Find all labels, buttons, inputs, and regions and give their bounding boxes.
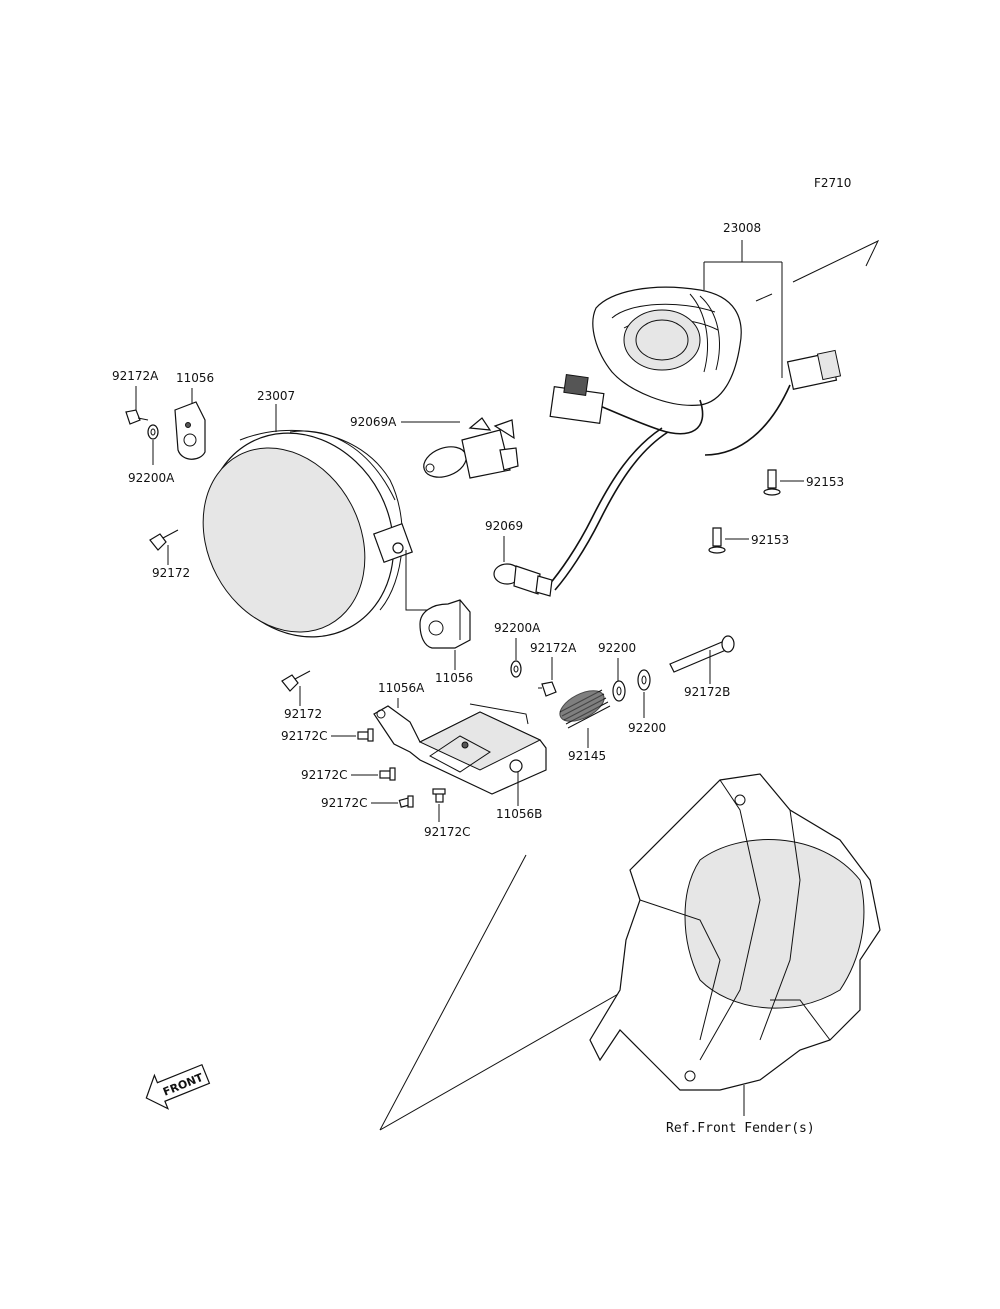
screw-icon	[432, 788, 446, 803]
label-92172C-4: 92172C	[424, 825, 471, 839]
bracket-icon	[373, 703, 547, 795]
bracket-icon	[174, 401, 206, 460]
label-92172C-1: 92172C	[281, 729, 328, 743]
bulb-icon	[423, 417, 519, 479]
label-92069: 92069	[485, 519, 523, 533]
label-92172C-3: 92172C	[321, 796, 368, 810]
screw-icon	[538, 681, 557, 697]
small-bulb-icon	[493, 563, 553, 597]
screw-icon	[763, 469, 781, 496]
label-11056-top: 11056	[176, 371, 214, 385]
label-92172A-top: 92172A	[112, 369, 159, 383]
label-11056B: 11056B	[496, 807, 542, 821]
label-92200A-mid: 92200A	[494, 621, 541, 635]
screw-icon	[357, 728, 374, 742]
label-11056A: 11056A	[378, 681, 425, 695]
label-23008: 23008	[723, 221, 761, 235]
label-92153-b: 92153	[751, 533, 789, 547]
label-92200-bottom: 92200	[628, 721, 666, 735]
figure-code: F2710	[814, 176, 851, 190]
screw-icon	[708, 527, 726, 554]
label-92145: 92145	[568, 749, 606, 763]
bracket-icon	[419, 599, 471, 649]
label-92172-left: 92172	[152, 566, 190, 580]
screw-icon	[149, 529, 179, 551]
spring-icon	[559, 689, 611, 729]
front-arrow-icon: FRONT	[145, 1063, 211, 1110]
screw-icon	[398, 795, 414, 808]
washer-icon	[612, 680, 626, 702]
washer-icon	[147, 424, 159, 440]
ref-front-fender-label: Ref.Front Fender(s)	[666, 1121, 815, 1136]
label-92172B: 92172B	[684, 685, 730, 699]
washer-icon	[637, 669, 651, 691]
label-92200A-left: 92200A	[128, 471, 175, 485]
screw-icon	[281, 670, 311, 692]
label-11056-mid: 11056	[435, 671, 473, 685]
label-92172A-mid: 92172A	[530, 641, 577, 655]
label-92172-mid: 92172	[284, 707, 322, 721]
bolt-icon	[669, 635, 735, 673]
screw-icon	[379, 767, 396, 781]
label-23007: 23007	[257, 389, 295, 403]
front-fender-icon	[379, 773, 881, 1131]
headlight-lens-icon	[202, 429, 413, 638]
washer-icon	[510, 660, 522, 678]
screw-icon	[125, 409, 149, 425]
label-92172C-2: 92172C	[301, 768, 348, 782]
label-92153-a: 92153	[806, 475, 844, 489]
headlight-socket-boot-icon	[547, 286, 842, 591]
label-92069A: 92069A	[350, 415, 397, 429]
label-92200-top: 92200	[598, 641, 636, 655]
